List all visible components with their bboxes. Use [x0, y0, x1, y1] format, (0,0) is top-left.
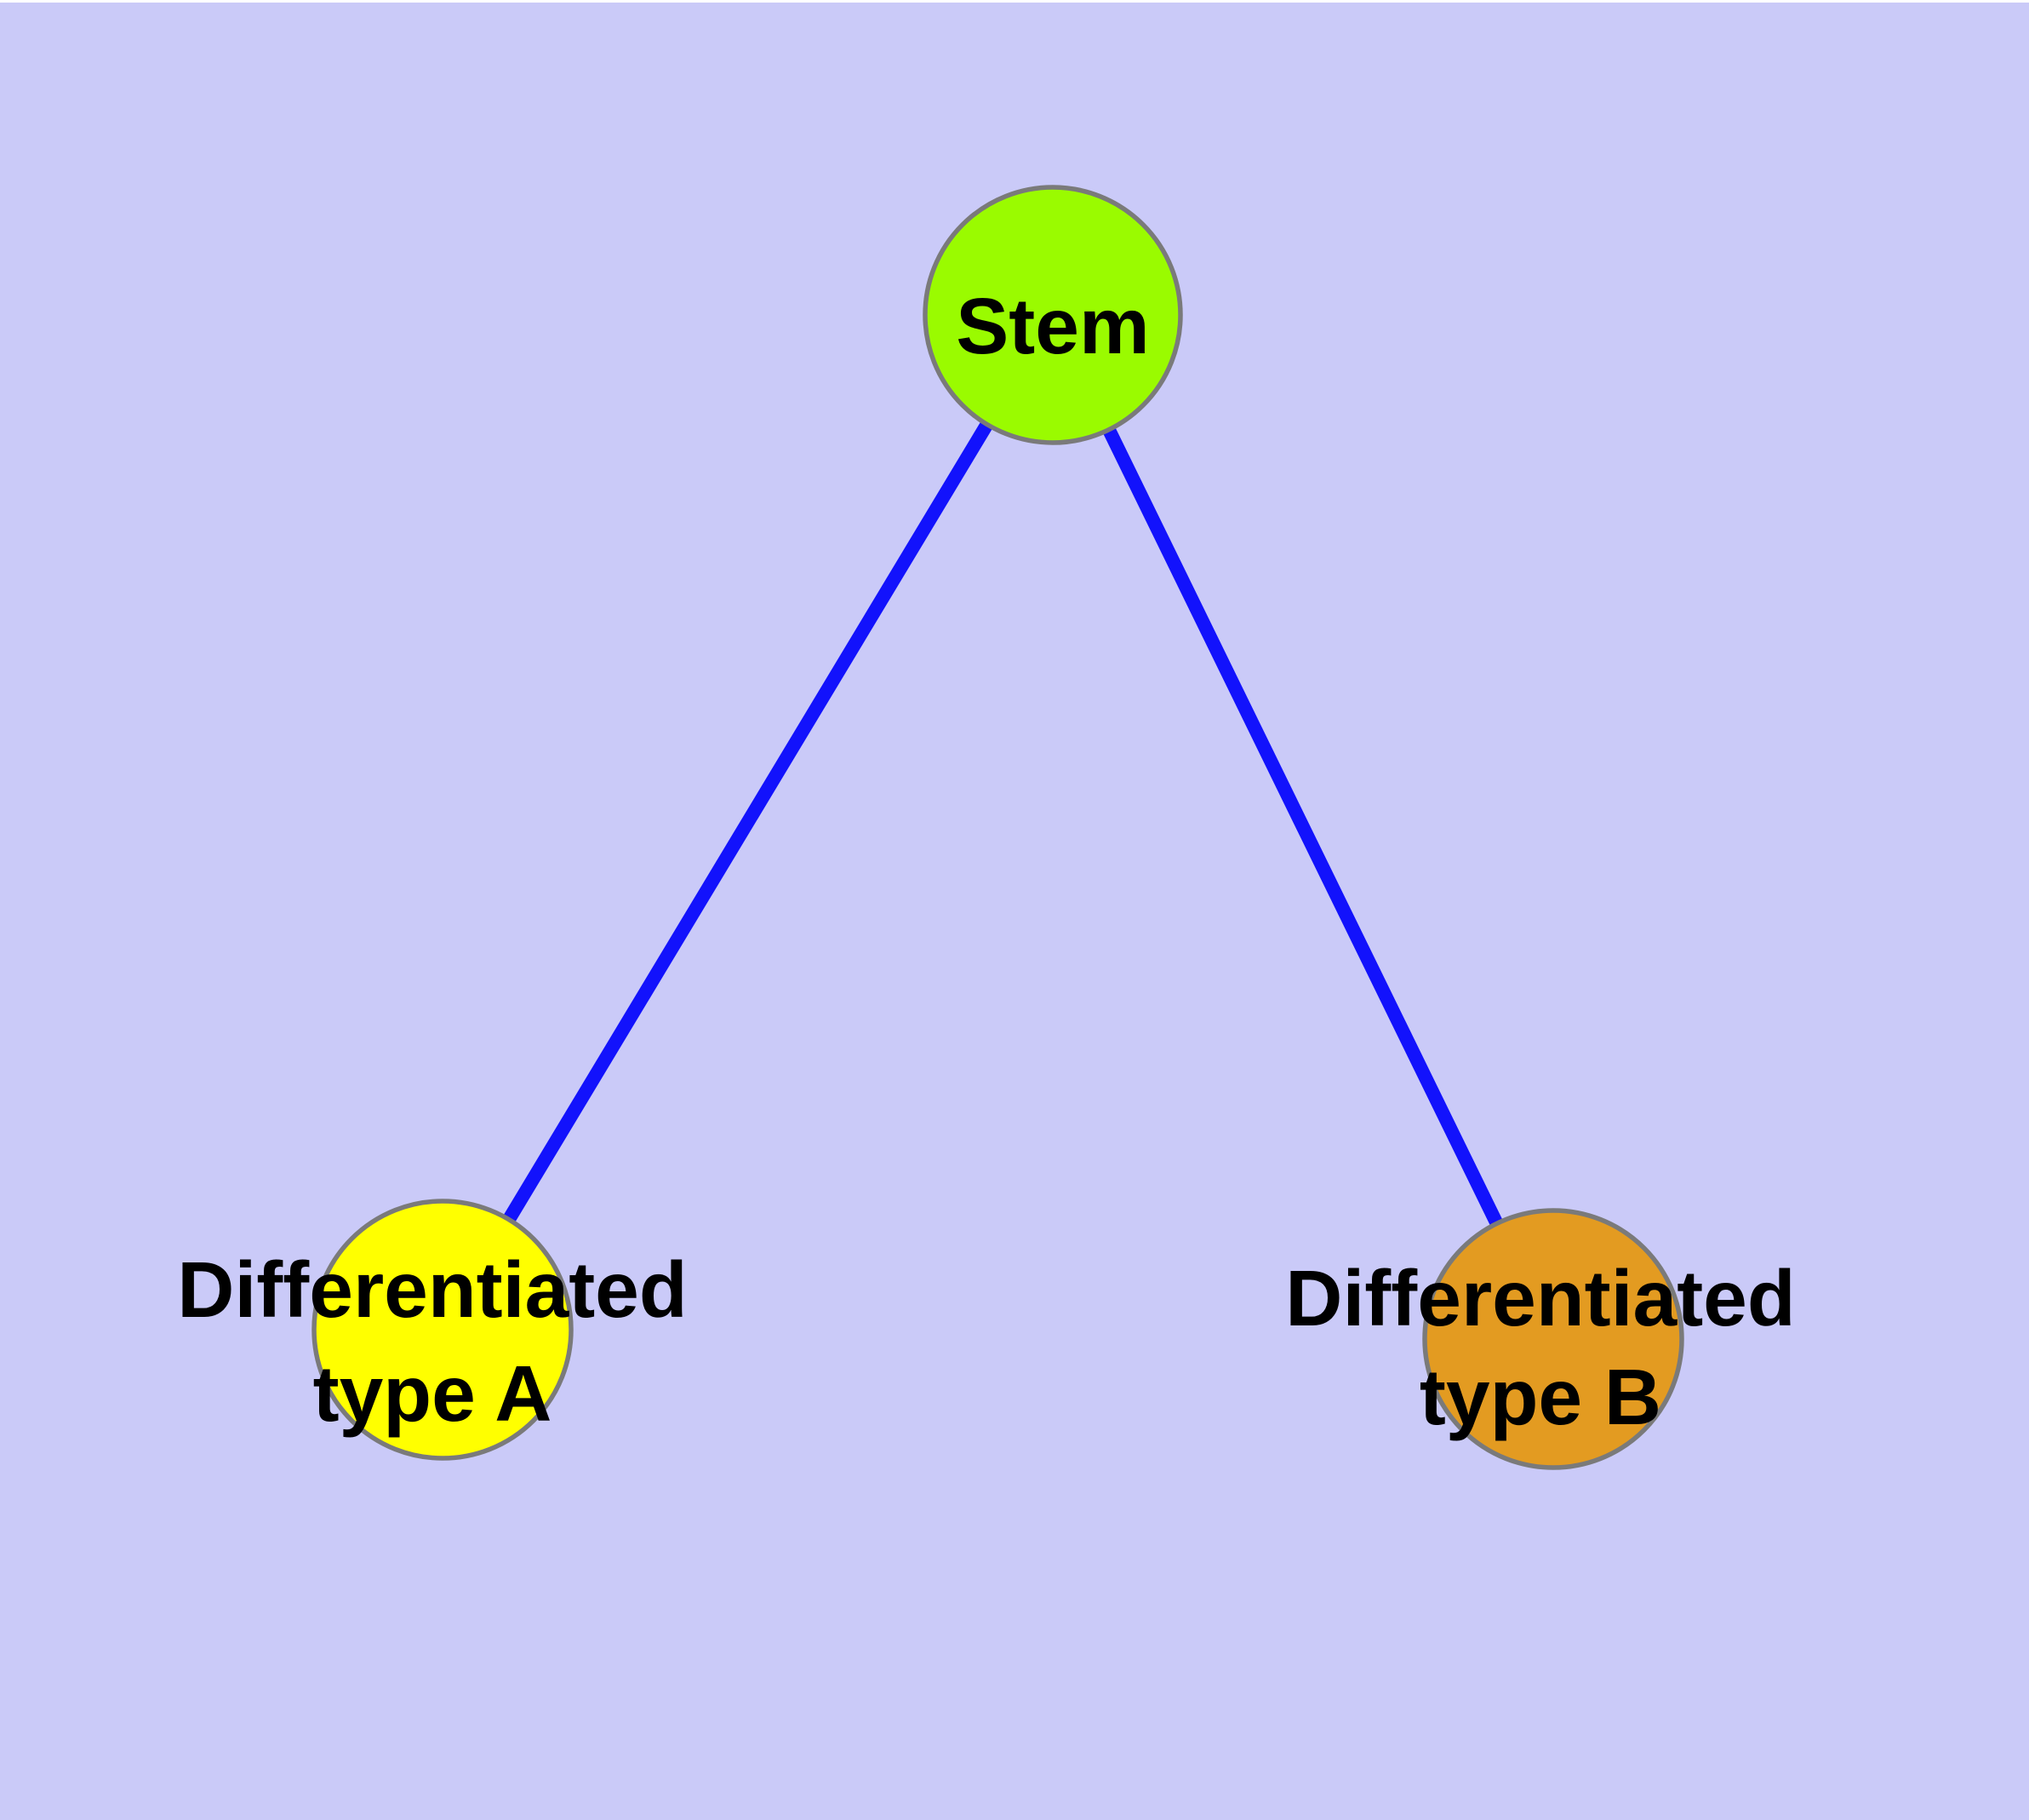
edge-stem-to-type-b — [1046, 312, 1560, 1342]
top-white-strip — [0, 0, 2029, 3]
node-type-a-label-line1: Differentiated — [177, 1245, 687, 1334]
node-type-b-label-line1: Differentiated — [1285, 1254, 1795, 1342]
node-type-a-label-line2: type A — [313, 1349, 552, 1438]
node-stem-circle — [923, 185, 1183, 445]
node-type-a-circle — [311, 1199, 574, 1461]
node-type-b-circle — [1422, 1208, 1684, 1470]
edge-stem-to-type-a — [437, 311, 1059, 1334]
node-stem-label: Stem — [956, 282, 1149, 370]
node-type-b-label-line2: type B — [1420, 1353, 1661, 1441]
